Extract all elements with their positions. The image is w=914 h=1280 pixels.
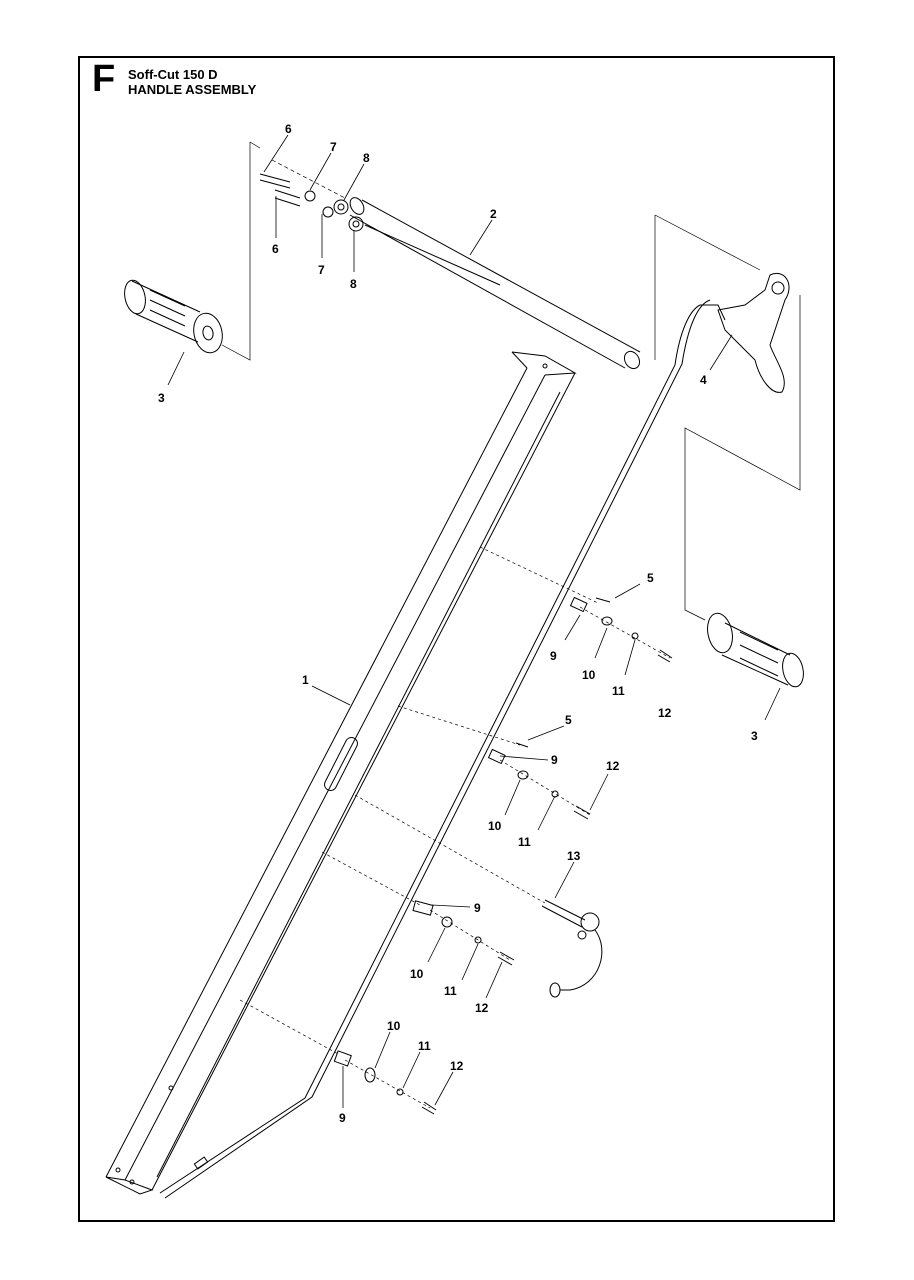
fastener-set-middle xyxy=(487,742,591,820)
callout-13: 13 xyxy=(567,849,581,863)
diagram-frame xyxy=(78,56,835,1222)
callout-10: 10 xyxy=(387,1019,401,1033)
diagram-title: Soff-Cut 150 D HANDLE ASSEMBLY xyxy=(128,67,256,97)
callout-6: 6 xyxy=(272,242,279,256)
fastener-set-upper xyxy=(569,596,673,663)
callout-5: 5 xyxy=(565,713,572,727)
callout-7: 7 xyxy=(330,140,337,154)
callout-11: 11 xyxy=(518,835,531,849)
callout-2: 2 xyxy=(490,207,497,221)
callout-11: 11 xyxy=(612,684,625,698)
callout-10: 10 xyxy=(410,967,424,981)
callout-9: 9 xyxy=(551,753,558,767)
callout-12: 12 xyxy=(606,759,620,773)
callout-9: 9 xyxy=(339,1111,346,1125)
callout-3: 3 xyxy=(158,391,165,405)
assembly-name: HANDLE ASSEMBLY xyxy=(128,82,257,97)
handlebar-tube-part-2 xyxy=(349,197,641,370)
callout-6: 6 xyxy=(285,122,292,136)
lock-pin-part-13 xyxy=(541,899,603,998)
hand-grip-part-3-left xyxy=(124,279,223,354)
callout-5: 5 xyxy=(647,571,654,585)
callout-1: 1 xyxy=(302,673,309,687)
callout-8: 8 xyxy=(350,277,357,291)
fastener-set-bottom xyxy=(333,1050,437,1115)
callout-8: 8 xyxy=(363,151,370,165)
callout-leaders xyxy=(167,134,781,1108)
callout-7: 7 xyxy=(318,263,325,277)
handle-frame-part-1 xyxy=(105,351,577,1195)
callout-12: 12 xyxy=(658,706,672,720)
throttle-lever-part-4 xyxy=(700,272,790,393)
callout-11: 11 xyxy=(418,1039,431,1053)
assembly-guide-lines xyxy=(221,141,801,1109)
model-name: Soff-Cut 150 D xyxy=(128,67,218,82)
callout-4: 4 xyxy=(700,373,707,387)
callout-10: 10 xyxy=(582,668,596,682)
fastener-set-top xyxy=(259,173,364,232)
callout-9: 9 xyxy=(474,901,481,915)
callout-labels: 6 7 8 6 7 8 2 3 4 5 9 10 11 12 3 1 5 9 1… xyxy=(158,122,758,1125)
callout-12: 12 xyxy=(475,1001,489,1015)
callout-12: 12 xyxy=(450,1059,464,1073)
fastener-set-lower xyxy=(412,900,515,966)
section-letter: F xyxy=(92,58,116,100)
hand-grip-part-3-right xyxy=(707,612,804,688)
throttle-cable xyxy=(159,299,711,1199)
callout-11: 11 xyxy=(444,984,457,998)
callout-3: 3 xyxy=(751,729,758,743)
callout-9: 9 xyxy=(550,649,557,663)
callout-10: 10 xyxy=(488,819,502,833)
